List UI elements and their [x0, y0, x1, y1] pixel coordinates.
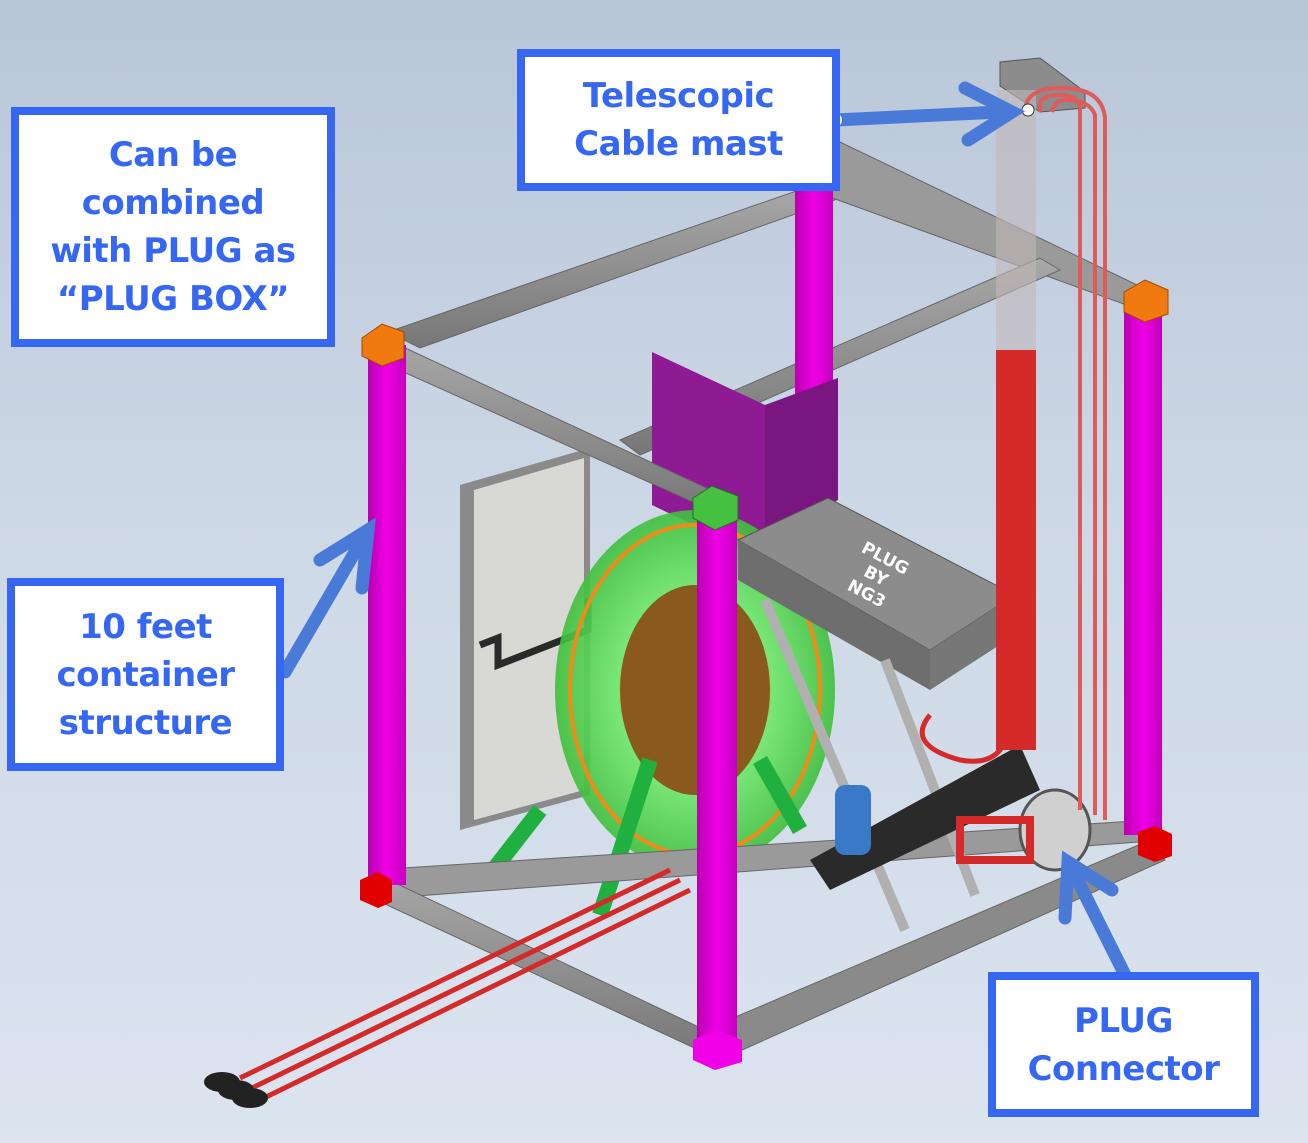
callout-container-line3: structure [58, 702, 233, 743]
bottom-frame [371, 819, 1166, 1062]
cable-mast [919, 57, 1107, 820]
callout-container-line1: 10 feet [79, 606, 212, 647]
frame-posts [368, 300, 1162, 1050]
callout-connector-line1: PLUG [1074, 1000, 1173, 1041]
callout-plug-box: Can be combined with PLUG as “PLUG BOX” [11, 107, 335, 347]
door-panel [460, 448, 592, 830]
callout-combined-line2: combined [81, 183, 265, 223]
callout-arrows [278, 81, 1132, 982]
callout-mast-line1: Telescopic [582, 76, 775, 116]
callout-combined-line3: with PLUG as [50, 231, 296, 271]
corner-blocks [360, 279, 1172, 1070]
plug-panel: PLUG BY NG3 [736, 497, 1016, 932]
callout-connector-line2: Connector [1027, 1048, 1220, 1089]
ground-cables [204, 867, 692, 1108]
callout-container-structure: 10 feet container structure [7, 578, 284, 771]
callout-container-line2: container [56, 654, 235, 695]
callout-plug-connector: PLUG Connector [988, 972, 1259, 1117]
callout-combined-line4: “PLUG BOX” [56, 279, 290, 319]
callout-telescopic-cable-mast: Telescopic Cable mast [517, 49, 840, 191]
plug-connector-assembly [810, 745, 1092, 890]
callout-combined-line1: Can be [108, 135, 238, 175]
callout-mast-line2: Cable mast [574, 124, 783, 164]
